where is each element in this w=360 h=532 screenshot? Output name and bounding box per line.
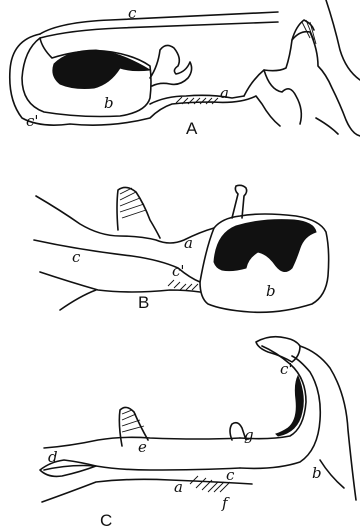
panel-b: c a c' b B <box>34 185 329 312</box>
label-b: b <box>266 282 276 300</box>
label-c-prime: c' <box>172 262 185 280</box>
panel-caption-b: B <box>138 293 149 312</box>
hatch-f <box>190 476 230 492</box>
label-c: c <box>226 466 235 484</box>
label-b: b <box>104 94 114 112</box>
label-d: d <box>48 448 58 466</box>
label-a: a <box>174 478 183 496</box>
label-b: b <box>312 464 322 482</box>
label-f: f <box>221 494 230 512</box>
panel-c: c' g e d c b a f C <box>40 337 356 530</box>
hatch-fin-e <box>122 410 144 432</box>
label-a: a <box>220 84 229 102</box>
label-g: g <box>244 426 254 444</box>
dark-mass-a <box>53 50 150 89</box>
panel-caption-c: C <box>100 511 112 530</box>
label-e: e <box>138 438 147 456</box>
label-c: c <box>128 4 137 22</box>
panel-caption-a: A <box>186 119 198 138</box>
label-a: a <box>184 234 193 252</box>
dark-mass-b <box>214 220 316 272</box>
panel-a: c c' b a A <box>10 0 360 138</box>
label-c-prime: c' <box>280 360 293 378</box>
hatch-c-prime-b <box>168 280 198 290</box>
label-c: c <box>72 248 81 266</box>
label-c-prime: c' <box>26 112 39 130</box>
